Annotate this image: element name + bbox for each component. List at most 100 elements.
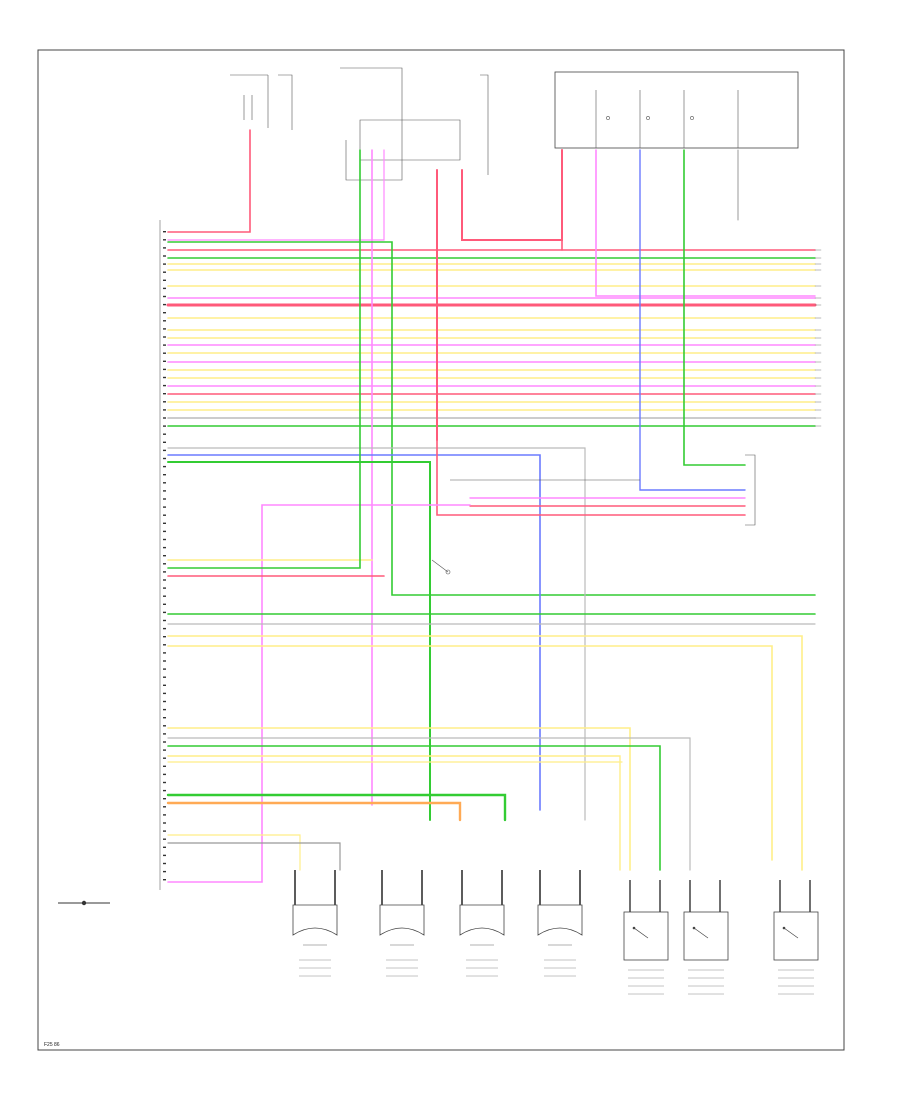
buckle-switch-4 xyxy=(623,880,669,995)
connector-pin xyxy=(163,441,166,443)
connector-pin xyxy=(163,384,166,387)
wire-34 xyxy=(167,461,431,821)
connector-pin xyxy=(163,563,166,565)
wire-45 xyxy=(167,645,773,861)
wire-38 xyxy=(167,504,471,883)
wire-29 xyxy=(683,149,746,466)
seat-sensor-2 xyxy=(459,870,505,977)
connector-pin xyxy=(163,247,166,249)
connector-pin xyxy=(163,482,166,484)
connector-pin xyxy=(163,579,166,581)
connector-pin xyxy=(163,376,166,379)
buckle-switch-5 xyxy=(683,880,729,995)
connector-pin xyxy=(163,789,166,792)
connector-pin xyxy=(163,676,166,678)
wire-40 xyxy=(167,149,361,569)
connector-pin xyxy=(163,879,166,881)
connector-pin xyxy=(163,401,166,403)
connector-pin xyxy=(163,830,166,832)
connector-pin xyxy=(163,765,166,767)
connector-pin xyxy=(163,806,166,808)
connector-pin xyxy=(163,490,166,492)
wire-layer xyxy=(166,129,822,883)
wire-21 xyxy=(167,129,251,233)
wire-49 xyxy=(167,755,621,871)
wire-28 xyxy=(639,149,746,491)
connector-pin xyxy=(163,368,166,371)
connector-pin xyxy=(163,498,166,500)
wire-27 xyxy=(595,149,816,297)
connector-pin xyxy=(163,320,166,322)
connector-pin xyxy=(163,644,166,646)
connector-pin xyxy=(163,433,166,435)
wire-51 xyxy=(166,793,507,822)
connector-pin xyxy=(163,611,166,614)
connector-pin xyxy=(163,449,166,452)
seat-sensor-3 xyxy=(537,870,583,977)
connector-pin xyxy=(163,757,166,759)
wire-35 xyxy=(436,439,746,516)
connector-pin xyxy=(163,312,166,314)
connector-pin xyxy=(163,798,166,800)
connector-pin xyxy=(163,271,166,273)
connector-pin xyxy=(163,465,166,468)
wire-23 xyxy=(167,149,385,241)
connector-pin xyxy=(163,619,166,622)
connector-pin xyxy=(163,457,166,460)
seat-sensor-1 xyxy=(379,870,425,977)
connector-pin xyxy=(163,514,166,516)
control-module-top xyxy=(554,71,799,149)
connector-pin xyxy=(163,231,166,233)
buckle-switch-6 xyxy=(773,880,819,995)
wire-53 xyxy=(167,834,301,871)
connector-pin xyxy=(163,263,166,265)
connector-pin xyxy=(163,328,166,330)
connector-pin xyxy=(163,870,166,873)
connector-pin xyxy=(163,538,166,541)
connector-pin xyxy=(163,352,166,354)
wire-47 xyxy=(167,737,691,871)
control-module-switches xyxy=(595,90,739,148)
connector-pin xyxy=(163,668,166,670)
connector-pin xyxy=(163,393,166,395)
connector-pin xyxy=(163,846,166,848)
connector-pin xyxy=(163,279,166,281)
connector-pin xyxy=(163,862,166,865)
connector-pin xyxy=(163,425,166,427)
connector-pin xyxy=(163,773,166,776)
connector-pin xyxy=(163,652,166,654)
connector-pin xyxy=(163,822,166,824)
connector-pin xyxy=(163,749,166,751)
wire-46 xyxy=(167,727,631,871)
wire-31 xyxy=(167,241,816,596)
wire-25 xyxy=(461,149,563,241)
wire-44 xyxy=(167,635,803,871)
connector-pin xyxy=(163,239,166,241)
connector-pin xyxy=(163,255,166,257)
wire-48 xyxy=(167,745,661,871)
connector-pin xyxy=(163,287,166,290)
sdm-connector-pins xyxy=(159,220,166,890)
wire-32 xyxy=(167,454,541,811)
connector-pin xyxy=(163,344,166,346)
connector-pin xyxy=(163,700,166,703)
connector-pin xyxy=(163,717,166,719)
relay-symbol xyxy=(431,559,451,575)
connector-pin xyxy=(163,555,166,557)
footer-code: F25 86 xyxy=(44,1042,60,1048)
connector-pin xyxy=(163,684,166,686)
legend-symbol xyxy=(58,900,110,906)
connector-pin xyxy=(163,627,166,630)
connector-pin xyxy=(163,636,166,638)
connector-pin xyxy=(163,733,166,735)
connector-pin xyxy=(163,587,166,589)
connector-pin xyxy=(163,417,166,419)
diagram-border xyxy=(37,49,845,1051)
connector-pin xyxy=(163,660,166,662)
connector-pin xyxy=(163,522,166,524)
wire-52 xyxy=(166,801,462,822)
connector-pin xyxy=(163,295,166,298)
connector-pin xyxy=(163,781,166,784)
connector-pin xyxy=(163,741,166,743)
